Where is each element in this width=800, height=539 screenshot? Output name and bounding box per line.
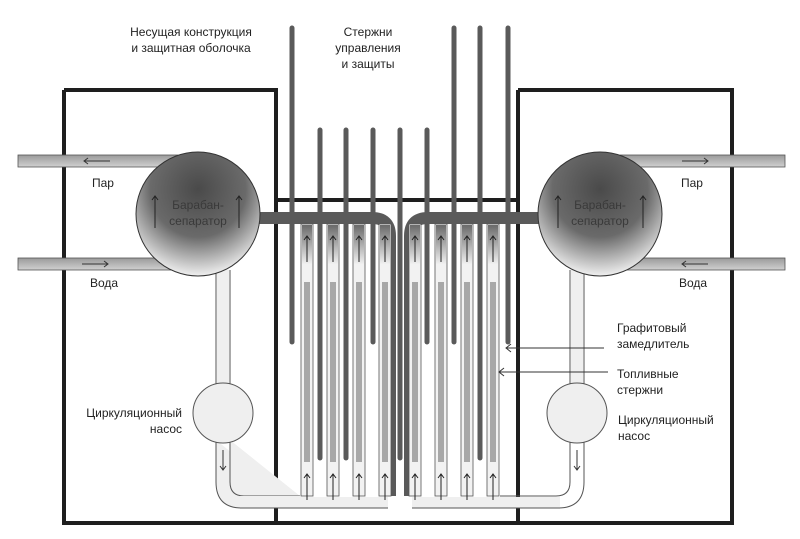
water-label-left: Вода: [90, 276, 119, 290]
steam-label-right: Пар: [681, 176, 703, 190]
right-pipes: [619, 154, 786, 271]
graphite-moderator-label: Графитовый замедлитель: [617, 321, 690, 351]
fuel-channel: [434, 223, 448, 500]
fuel-channel: [352, 223, 366, 500]
fuel-channel: [486, 223, 500, 500]
drum-separator-right: [537, 151, 663, 277]
fuel-rods-label: Топливные стержни: [617, 367, 679, 397]
steam-label-left: Пар: [92, 176, 114, 190]
circulation-pump-left: [192, 382, 254, 444]
fuel-channels: [300, 223, 500, 500]
fuel-rod: [330, 282, 336, 462]
bottom-header-left: [240, 497, 388, 508]
water-label-right: Вода: [679, 276, 708, 290]
right-downcomer: [500, 270, 585, 509]
fuel-rod: [438, 282, 444, 462]
bottom-header-right: [412, 497, 560, 508]
fuel-channel: [460, 223, 474, 500]
drum-label-right: Барабан- сепаратор: [571, 198, 629, 228]
drum-arrows: [151, 195, 647, 228]
fuel-channel: [300, 223, 314, 500]
fuel-channel: [408, 223, 422, 500]
fuel-rod: [382, 282, 388, 462]
control-rods-label: Стержни управления и защиты: [335, 25, 401, 71]
fuel-rod: [464, 282, 470, 462]
fuel-rod: [304, 282, 310, 462]
support-structure-label: Несущая конструкция и защитная оболочка: [130, 25, 252, 55]
drum-label-left: Барабан- сепаратор: [169, 198, 227, 228]
fuel-channel: [326, 223, 340, 500]
circulation-pump-right: [546, 382, 608, 444]
left-downcomer: [215, 270, 300, 509]
pump-label-left: Циркуляционный насос: [86, 406, 182, 436]
fuel-rod: [412, 282, 418, 462]
fuel-channel: [378, 223, 392, 500]
control-rods: [289, 25, 511, 461]
fuel-rod: [490, 282, 496, 462]
right-containment-wall: [516, 88, 734, 525]
fuel-rod: [356, 282, 362, 462]
drum-separator-left: [135, 151, 261, 277]
pump-label-right: Циркуляционный насос: [618, 413, 714, 443]
